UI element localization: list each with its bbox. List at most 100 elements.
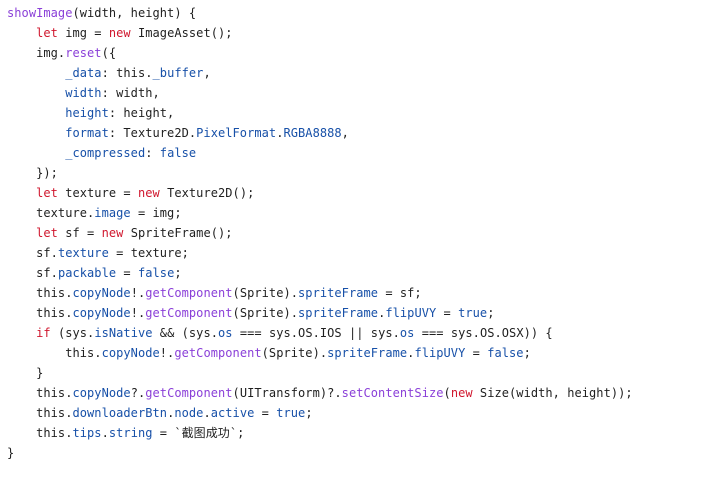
code-line: this.tips.string = `截图成功`; (7, 423, 633, 443)
property-token: true (276, 406, 306, 420)
function-token: getComponent (145, 286, 233, 300)
function-token: getComponent (145, 386, 233, 400)
text-token: this. (7, 306, 73, 320)
text-token: ?. (130, 386, 146, 400)
text-token: ; (523, 346, 531, 360)
text-token: = img; (130, 206, 182, 220)
text-token: }); (7, 166, 58, 180)
property-token: image (94, 206, 131, 220)
keyword-token: new (450, 386, 473, 400)
code-line: img.reset({ (7, 43, 633, 63)
keyword-token: let (36, 26, 58, 40)
keyword-token: let (36, 186, 58, 200)
text-token: , (341, 126, 349, 140)
property-token: _data (65, 66, 102, 80)
text-token (7, 326, 36, 340)
code-line: showImage(width, height) { (7, 3, 633, 23)
text-token: = (465, 346, 488, 360)
text-token: ({ (101, 46, 117, 60)
text-token: : width, (101, 86, 160, 100)
property-token: copyNode (72, 306, 131, 320)
text-token: } (7, 446, 15, 460)
code-line: }); (7, 163, 633, 183)
property-token: packable (57, 266, 117, 280)
property-token: true (458, 306, 488, 320)
property-token: _compressed (65, 146, 146, 160)
text-token: !. (130, 286, 146, 300)
function-token: getComponent (174, 346, 262, 360)
text-token: : (145, 146, 160, 160)
keyword-token: new (101, 226, 124, 240)
keyword-token: new (108, 26, 131, 40)
property-token: spriteFrame (298, 286, 379, 300)
text-token (7, 26, 36, 40)
text-token: . (407, 346, 415, 360)
property-token: spriteFrame (327, 346, 408, 360)
property-token: active (210, 406, 255, 420)
property-token: texture (57, 246, 109, 260)
text-token (7, 186, 36, 200)
text-token: : height, (108, 106, 175, 120)
text-token: : this. (101, 66, 153, 80)
code-line: if (sys.isNative && (sys.os === sys.OS.I… (7, 323, 633, 343)
text-token: === sys.OS.OSX)) { (414, 326, 553, 340)
text-token (7, 86, 65, 100)
property-token: node (174, 406, 204, 420)
property-token: tips (72, 426, 102, 440)
text-token: (Sprite). (232, 286, 299, 300)
property-token: copyNode (72, 386, 131, 400)
property-token: false (487, 346, 524, 360)
text-token: texture = (57, 186, 138, 200)
text-token: ( (443, 386, 451, 400)
property-token: false (159, 146, 197, 160)
property-token: flipUVY (385, 306, 437, 320)
text-token: (width, height) { (72, 6, 197, 20)
text-token (7, 66, 65, 80)
text-token: , (203, 66, 211, 80)
text-token (7, 146, 65, 160)
code-line: width: width, (7, 83, 633, 103)
function-token: setContentSize (341, 386, 444, 400)
text-token: ImageAsset(); (130, 26, 233, 40)
property-token: format (65, 126, 109, 140)
property-token: _buffer (152, 66, 204, 80)
text-token: = (254, 406, 277, 420)
property-token: PixelFormat (196, 126, 277, 140)
code-editor[interactable]: showImage(width, height) { let img = new… (7, 3, 633, 463)
text-token: sf. (7, 246, 58, 260)
text-token: sf = (57, 226, 102, 240)
property-token: copyNode (72, 286, 131, 300)
text-token: !. (130, 306, 146, 320)
code-line: let sf = new SpriteFrame(); (7, 223, 633, 243)
text-token: !. (159, 346, 175, 360)
property-token: width (65, 86, 102, 100)
property-token: isNative (94, 326, 153, 340)
text-token: = texture; (108, 246, 189, 260)
code-line: this.copyNode!.getComponent(Sprite).spri… (7, 303, 633, 323)
text-token: ; (174, 266, 182, 280)
function-token: getComponent (145, 306, 233, 320)
text-token: ; (305, 406, 313, 420)
code-line: } (7, 363, 633, 383)
text-token: = (436, 306, 459, 320)
property-token: false (137, 266, 175, 280)
property-token: os (218, 326, 233, 340)
text-token: this. (7, 426, 73, 440)
text-token: . (101, 426, 109, 440)
property-token: downloaderBtn (72, 406, 168, 420)
text-token: this. (7, 346, 102, 360)
code-line: format: Texture2D.PixelFormat.RGBA8888, (7, 123, 633, 143)
keyword-token: new (137, 186, 160, 200)
code-line: this.downloaderBtn.node.active = true; (7, 403, 633, 423)
property-token: flipUVY (414, 346, 466, 360)
code-line: let img = new ImageAsset(); (7, 23, 633, 43)
text-token (7, 126, 65, 140)
text-token: ; (487, 306, 495, 320)
keyword-token: if (36, 326, 51, 340)
text-token: && (sys. (152, 326, 219, 340)
text-token: texture. (7, 206, 95, 220)
property-token: copyNode (101, 346, 160, 360)
text-token: = (116, 266, 138, 280)
text-token (7, 226, 36, 240)
text-token: (Sprite). (232, 306, 299, 320)
